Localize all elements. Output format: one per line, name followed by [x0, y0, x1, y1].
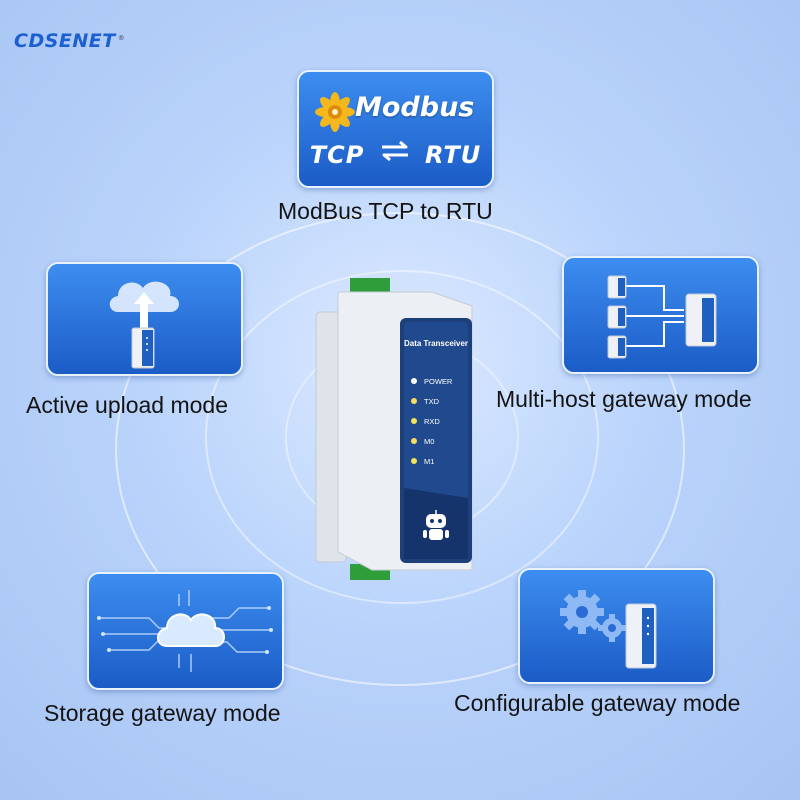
brand-name: CDSENET [14, 30, 116, 52]
caption-modbus-tcp-rtu: ModBus TCP to RTU [278, 198, 493, 224]
caption-multi-host: Multi-host gateway mode [496, 386, 752, 412]
led-power-label: POWER [424, 377, 453, 386]
led-m1-label: M1 [424, 457, 434, 466]
led-m0-label: M0 [424, 437, 434, 446]
modbus-tile: Modbus TCP RTU [297, 70, 494, 188]
modbus-wordmark: Modbus [355, 92, 475, 123]
led-txd-label: TXD [424, 397, 440, 406]
brand-mark: ® [117, 33, 126, 42]
led-m1: M1 [411, 457, 434, 466]
active-upload-tile [46, 262, 243, 376]
led-rxd-label: RXD [424, 417, 440, 426]
modbus-flower-icon [315, 92, 355, 132]
led-m0: M0 [411, 437, 434, 446]
configurable-gateway-tile [518, 568, 715, 684]
cloud-circuit-icon [97, 590, 273, 672]
cloud-upload-icon [109, 281, 179, 369]
caption-storage-gateway: Storage gateway mode [44, 700, 281, 726]
led-rxd: RXD [411, 417, 440, 426]
decor-ring-outer [115, 212, 685, 686]
multi-host-diagram-icon [607, 275, 717, 359]
brand-logo: CDSENET® [14, 30, 125, 52]
device-title: Data Transceiver [404, 339, 468, 348]
tcp-label: TCP [309, 141, 365, 169]
led-power: POWER [411, 377, 453, 386]
tcp-rtu-label: TCP RTU [299, 140, 492, 169]
caption-configurable-gateway: Configurable gateway mode [454, 690, 741, 716]
gears-device-icon [560, 590, 657, 669]
data-transceiver-device: Data Transceiver POWER TXD RXD M0 M1 [315, 278, 473, 580]
decor-ring-middle [205, 270, 599, 604]
storage-gateway-tile [87, 572, 284, 690]
multi-host-tile [562, 256, 759, 374]
caption-active-upload: Active upload mode [26, 392, 229, 418]
robot-mascot-icon [423, 510, 449, 540]
rtu-label: RTU [425, 141, 482, 169]
bidirectional-arrow-icon [381, 140, 408, 162]
led-txd: TXD [411, 397, 440, 406]
